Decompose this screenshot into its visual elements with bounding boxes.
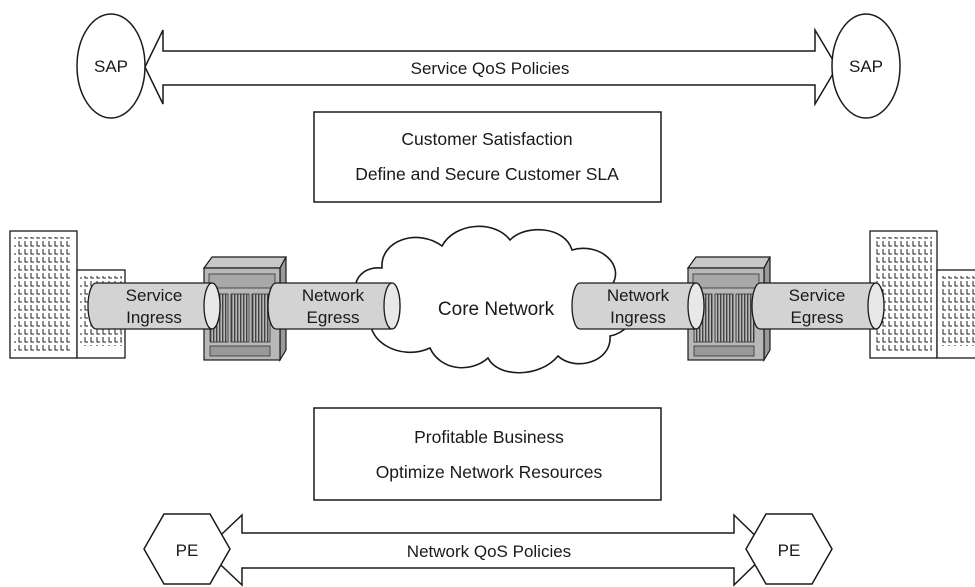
core-network-cloud-icon xyxy=(354,225,635,374)
customer-satisfaction-line1: Customer Satisfaction xyxy=(401,129,572,149)
network-egress-label-line2: Egress xyxy=(307,308,360,327)
customer-satisfaction-line2: Define and Secure Customer SLA xyxy=(355,164,619,184)
service-ingress-tube xyxy=(87,282,221,330)
sap-left-label: SAP xyxy=(94,57,128,76)
network-qos-policies-label: Network QoS Policies xyxy=(407,542,571,561)
service-qos-policies-label: Service QoS Policies xyxy=(411,59,570,78)
pe-left-label: PE xyxy=(176,541,199,560)
service-egress-label-line2: Egress xyxy=(791,308,844,327)
pe-right-node xyxy=(745,513,833,585)
core-network-label: Core Network xyxy=(438,299,555,320)
service-egress-tube xyxy=(751,282,885,330)
network-egress-tube xyxy=(267,282,401,330)
profitable-business-line1: Profitable Business xyxy=(414,427,564,447)
network-ingress-label-line1: Network xyxy=(607,286,670,305)
network-ingress-label-line2: Ingress xyxy=(610,308,666,327)
sap-right-node xyxy=(831,13,901,119)
profitable-business-line2: Optimize Network Resources xyxy=(376,462,603,482)
service-egress-label-line1: Service xyxy=(789,286,846,305)
service-ingress-label-line1: Service xyxy=(126,286,183,305)
network-ingress-tube xyxy=(571,282,705,330)
sap-left-node xyxy=(76,13,146,119)
left-customer-building-icon xyxy=(9,230,126,359)
pe-left-node xyxy=(143,513,231,585)
profitable-business-box xyxy=(313,407,662,501)
sap-right-label: SAP xyxy=(849,57,883,76)
right-customer-building-icon xyxy=(869,230,975,359)
customer-satisfaction-box xyxy=(313,111,662,203)
pe-right-label: PE xyxy=(778,541,801,560)
service-ingress-label-line2: Ingress xyxy=(126,308,182,327)
network-egress-label-line1: Network xyxy=(302,286,365,305)
